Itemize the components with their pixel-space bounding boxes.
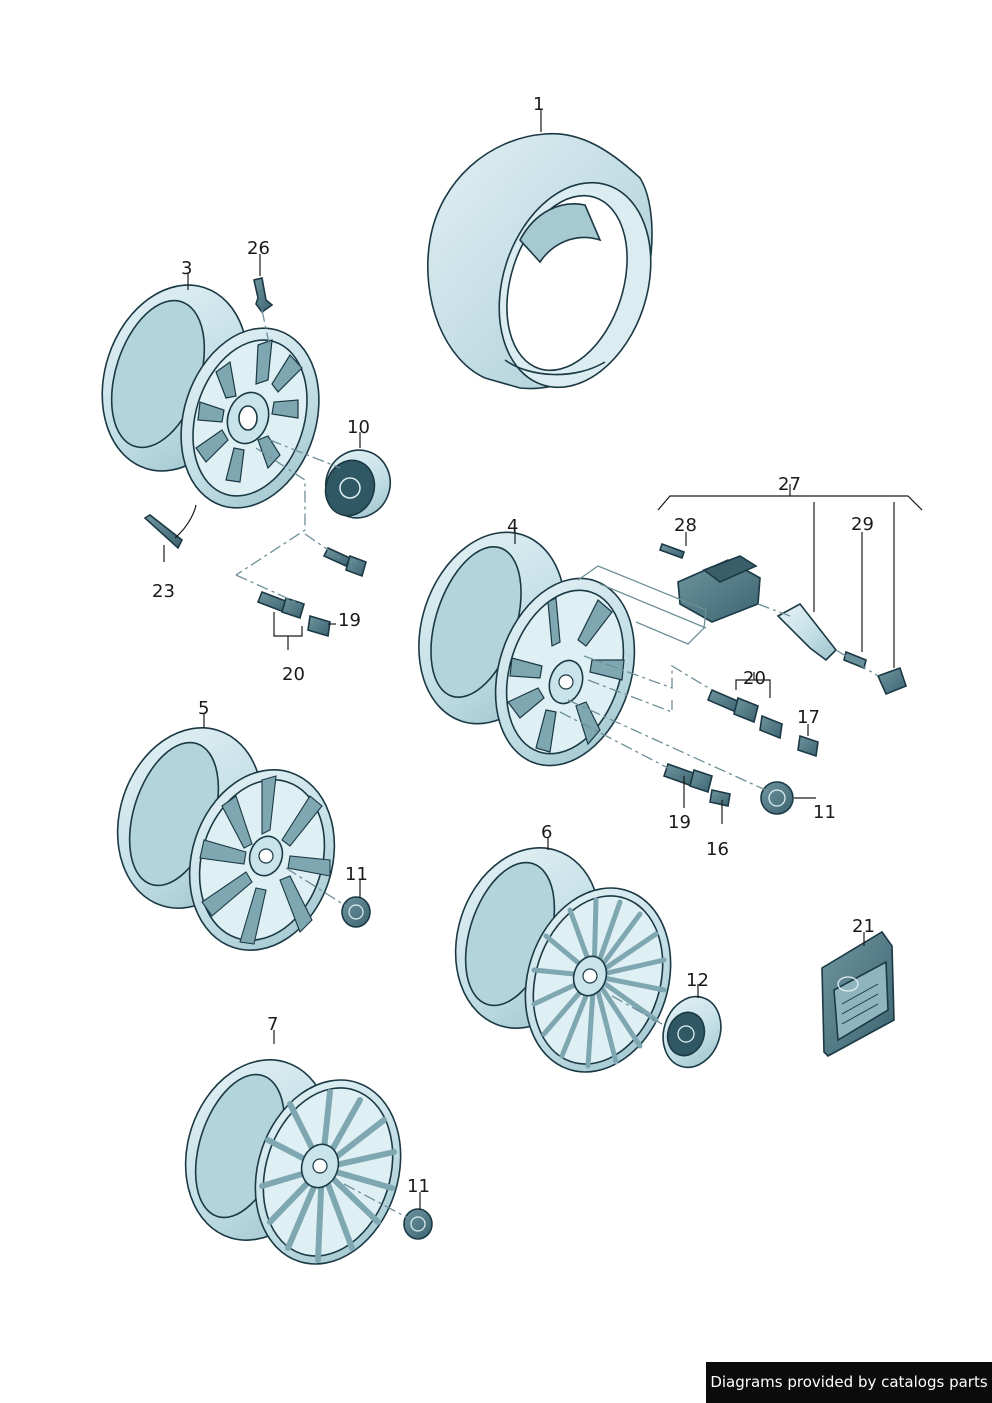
callout-28: 28 (674, 515, 697, 536)
callout-17: 17 (797, 707, 820, 728)
callout-7: 7 (267, 1014, 278, 1035)
hub-cap-10 (324, 449, 391, 519)
callout-29: 29 (851, 514, 874, 535)
hub-cap-11-a (760, 781, 794, 815)
callout-20-upper: 20 (282, 664, 305, 685)
valve-stem-26 (253, 277, 274, 314)
callout-26: 26 (247, 238, 270, 259)
hub-cap-12 (662, 995, 722, 1069)
balance-weight-23 (143, 504, 197, 550)
callout-12: 12 (686, 970, 709, 991)
wheel-bolt-set-upper (256, 546, 367, 638)
leader-lines (163, 110, 923, 1210)
callout-11-wheel5: 11 (345, 864, 368, 885)
callout-11-wheel7: 11 (407, 1176, 430, 1197)
tire (426, 132, 653, 390)
wheel-6 (454, 847, 672, 1073)
hub-cap-11-c (403, 1208, 433, 1240)
callout-20-lower: 20 (743, 668, 766, 689)
tpms-sensor-28 (658, 542, 761, 623)
wheel-4 (418, 531, 636, 767)
callout-16: 16 (706, 839, 729, 860)
callout-numbers: 1 3 26 10 23 19 20 4 27 28 29 20 17 19 1… (152, 94, 875, 1197)
callout-19-lower: 19 (668, 812, 691, 833)
callout-1: 1 (533, 94, 544, 115)
tpms-valve-27 (776, 602, 907, 696)
accessory-pack-21 (821, 930, 895, 1057)
callout-19-upper: 19 (338, 610, 361, 631)
wheel-5 (116, 727, 336, 951)
wheel-3 (101, 284, 320, 509)
callout-5: 5 (198, 698, 209, 719)
hub-cap-11-b (341, 896, 371, 928)
callout-6: 6 (541, 822, 552, 843)
wheel-bolt-set-lower (662, 688, 819, 807)
callout-27: 27 (778, 474, 801, 495)
wheel-7 (184, 1059, 402, 1265)
callout-3: 3 (181, 258, 192, 279)
credit-banner: Diagrams provided by catalogs parts (706, 1362, 992, 1403)
callout-23: 23 (152, 581, 175, 602)
callout-10: 10 (347, 417, 370, 438)
callout-11-wheel4: 11 (813, 802, 836, 823)
callout-21: 21 (852, 916, 875, 937)
callout-4: 4 (507, 516, 518, 537)
